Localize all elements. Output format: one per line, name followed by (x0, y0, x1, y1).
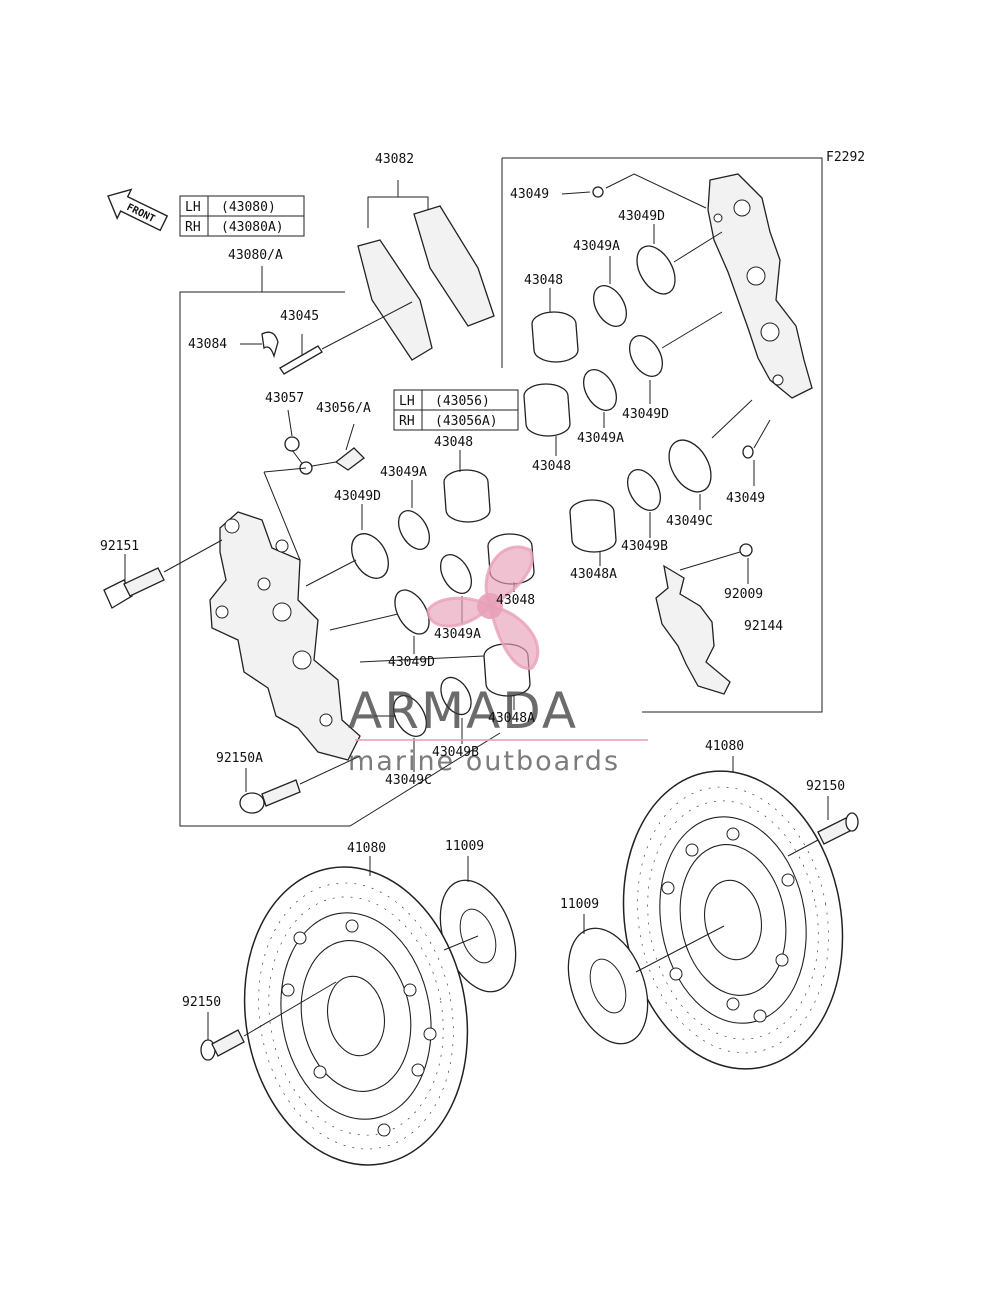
pad-table-lh: LH (185, 200, 201, 215)
label-43048-mid: 43048 (434, 435, 473, 450)
label-43048a-right: 43048A (570, 567, 617, 582)
piston-43048a-upper (569, 499, 617, 553)
label-43049d-mid: 43049D (334, 489, 381, 504)
label-43049-right: 43049 (726, 491, 765, 506)
label-43049a-right: 43049A (577, 431, 624, 446)
bleeder-table-rh: RH (399, 414, 415, 429)
label-92151: 92151 (100, 539, 139, 554)
piston-43048-lower (523, 383, 571, 437)
watermark: ARMADA marine outboards (348, 545, 648, 777)
label-92009: 92009 (724, 587, 763, 602)
bleeder-table-lh: LH (399, 394, 415, 409)
label-92150-left: 92150 (182, 995, 221, 1010)
caliper-body-left (209, 467, 361, 761)
upper-seals-pistons (523, 186, 771, 566)
label-11009-right: 11009 (560, 897, 599, 912)
label-43049d-right: 43049D (622, 407, 669, 422)
label-41080-left: 41080 (347, 841, 386, 856)
label-43049a-top: 43049A (573, 239, 620, 254)
bleeder-cap (284, 436, 313, 475)
label-43084: 43084 (188, 337, 227, 352)
pad-table-lh-num: (43080) (221, 200, 276, 215)
label-43049d-top: 43049D (618, 209, 665, 224)
label-43080a: 43080/A (228, 248, 283, 263)
brake-disc-left (243, 866, 469, 1166)
label-43049b-right: 43049B (621, 539, 668, 554)
label-43049d-mid2: 43049D (388, 655, 435, 670)
label-43049c-right: 43049C (666, 514, 713, 529)
frame-upper (502, 157, 823, 713)
seal-43049-top (592, 186, 604, 198)
label-11009-left: 11009 (445, 839, 484, 854)
bleeder-table-lh-num: (43056) (435, 394, 490, 409)
label-43056a: 43056/A (316, 401, 371, 416)
label-43049-top: 43049 (510, 187, 549, 202)
middle-seals-pistons (305, 450, 535, 772)
label-43082: 43082 (375, 152, 414, 167)
pad-spring-92144 (655, 564, 731, 695)
watermark-subtitle: marine outboards (348, 746, 620, 777)
label-92150-right: 92150 (806, 779, 845, 794)
disc-bolt-right (787, 796, 859, 857)
watermark-title: ARMADA (348, 682, 578, 740)
front-arrow-icon: FRONT (107, 188, 169, 232)
caliper-bolt-92151 (103, 539, 223, 609)
label-43048-top: 43048 (524, 273, 563, 288)
label-43049b-mid: 43049B (432, 745, 479, 760)
label-43045: 43045 (280, 309, 319, 324)
bleeder-valve (334, 423, 365, 471)
pad-table-rh: RH (185, 220, 201, 235)
label-43049c-mid: 43049C (385, 773, 432, 788)
bleeder-table-rh-num: (43056A) (435, 414, 498, 429)
frame-caliper (179, 291, 501, 827)
label-43048-mid2: 43048 (496, 593, 535, 608)
piston-43048-upper (531, 311, 579, 363)
label-41080-right: 41080 (705, 739, 744, 754)
watermark-propeller-icon (426, 545, 540, 670)
label-43048-right: 43048 (532, 459, 571, 474)
caliper-bolt-92150a (239, 755, 361, 814)
nut-92009 (739, 543, 753, 557)
figure-code: F2292 (826, 150, 865, 165)
label-43048a-mid: 43048A (488, 711, 535, 726)
pad-pin (279, 301, 413, 375)
label-43049a-mid2: 43049A (434, 627, 481, 642)
brake-pads (261, 180, 495, 361)
pin-clip (261, 331, 279, 359)
pad-table: LH (43080) RH (43080A) (179, 195, 305, 237)
disc-bolt-left (200, 981, 337, 1061)
pad-table-rh-num: (43080A) (221, 220, 284, 235)
label-92150a: 92150A (216, 751, 263, 766)
bleeder-table: LH (43056) RH (43056A) (393, 389, 519, 431)
label-43049a-mid: 43049A (380, 465, 427, 480)
label-43057: 43057 (265, 391, 304, 406)
brake-disc-right (622, 770, 844, 1070)
disc-shim-right (567, 914, 725, 1045)
piston-43048-mid (443, 469, 491, 523)
label-92144: 92144 (744, 619, 783, 634)
caliper-body-right (605, 173, 813, 399)
